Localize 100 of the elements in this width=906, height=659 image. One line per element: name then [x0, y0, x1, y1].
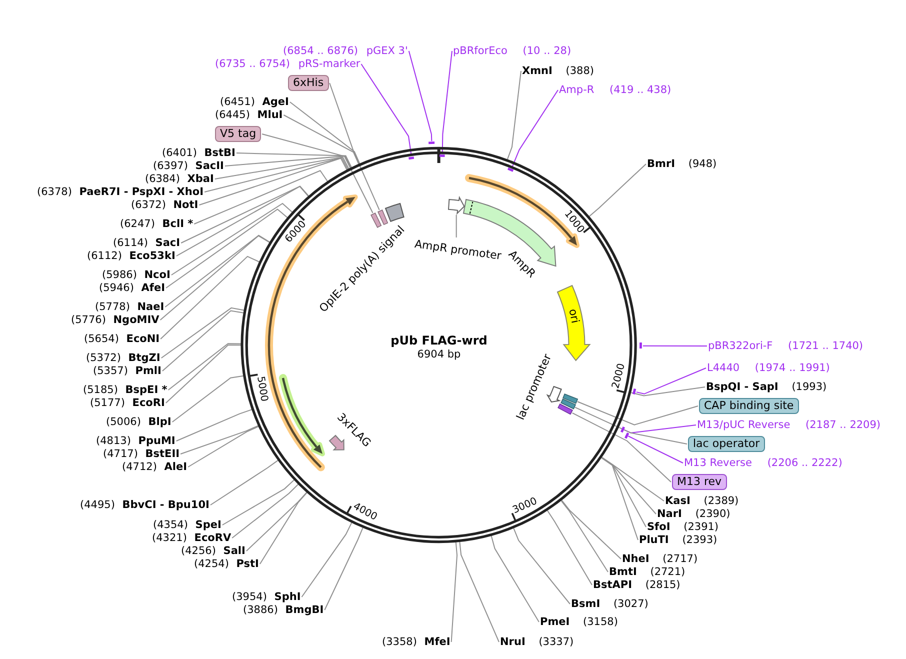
leader-line — [210, 460, 279, 506]
leader-line — [160, 256, 260, 340]
enzyme-site-label: (6372) NotI — [131, 199, 198, 211]
feature-tag: CAP binding site — [699, 398, 799, 414]
primer-site-label: M13/pUC Reverse (2187 .. 2209) — [697, 419, 881, 431]
leader-line — [630, 386, 706, 396]
site-marker-icon — [620, 426, 626, 433]
leader-line — [168, 343, 242, 390]
leader-line — [329, 82, 380, 210]
feature-tag: 6xHis — [288, 75, 329, 91]
enzyme-site-label: XmnI (388) — [522, 65, 594, 77]
leader-line — [176, 186, 309, 256]
leader-line — [204, 157, 348, 192]
enzyme-site-label: (5778) NaeI — [95, 301, 164, 313]
enzyme-site-label: (6114) SacI — [113, 237, 180, 249]
leader-line — [506, 70, 522, 160]
enzyme-site-label: (4717) BstEII — [103, 448, 180, 460]
enzyme-site-label: (5776) NgoMIV — [71, 314, 160, 326]
site-marker-icon — [439, 154, 446, 158]
leader-line — [246, 492, 308, 552]
enzyme-site-label: (6378) PaeR7I - PspXI - XhoI — [37, 186, 204, 198]
leader-line — [164, 234, 270, 308]
site-marker-icon — [632, 388, 637, 396]
primer-site-label: M13 Reverse (2206 .. 2222) — [684, 457, 842, 469]
site-marker-icon — [428, 141, 436, 145]
leader-line — [236, 152, 352, 168]
scale-label: 2000 — [609, 362, 628, 390]
leader-line — [176, 409, 252, 442]
enzyme-site-label: (5946) AfeI — [99, 282, 165, 294]
feature-tag: M13 rev — [672, 474, 727, 490]
enzyme-site-label: (4813) PpuMI — [96, 435, 176, 447]
leader-line — [194, 170, 328, 224]
leader-line — [624, 424, 696, 434]
leader-line — [546, 510, 592, 586]
enzyme-site-label: BsmI (3027) — [571, 598, 648, 610]
leader-line — [283, 114, 360, 165]
feature-marker-icon — [560, 398, 576, 410]
enzyme-site-label: PluTI (2393) — [639, 534, 718, 546]
feature-block-icon — [384, 202, 406, 223]
leader-line — [560, 500, 608, 572]
leader-line — [170, 202, 293, 276]
enzyme-site-label: (6247) BclI * — [120, 218, 194, 230]
leader-line — [574, 406, 688, 444]
site-marker-icon — [639, 342, 643, 350]
enzyme-site-label: (5185) BspEI * — [83, 384, 168, 396]
enzyme-site-label: (4495) BbvCI - Bpu10I — [80, 499, 210, 511]
primer-site-label: (6735 .. 6754) pRS-marker — [215, 58, 360, 70]
site-marker-icon — [408, 156, 415, 160]
leader-line — [511, 90, 558, 169]
leader-line — [180, 425, 259, 454]
scale-label: 4000 — [350, 500, 380, 524]
enzyme-site-label: BstAPI (2815) — [593, 579, 680, 591]
enzyme-site-label: (5006) BlpI — [106, 416, 172, 428]
site-marker-icon — [624, 432, 630, 439]
leader-line — [172, 375, 244, 422]
enzyme-site-label: (6401) BstBI — [162, 147, 236, 159]
leader-line — [601, 457, 646, 528]
enzyme-site-label: (6112) Eco53kI — [87, 250, 176, 262]
enzyme-site-label: BmrI (948) — [647, 158, 717, 170]
leader-line — [628, 436, 684, 464]
leader-line — [561, 500, 622, 560]
enzyme-site-label: (4254) PstI — [194, 558, 259, 570]
leader-line — [577, 401, 698, 426]
leader-line — [289, 102, 360, 164]
leader-line — [180, 186, 310, 244]
leader-line — [160, 235, 270, 320]
enzyme-site-label: (5357) PmlI — [93, 365, 162, 377]
enzyme-site-label: (6451) AgeI — [220, 96, 289, 108]
leader-line — [601, 457, 638, 540]
enzyme-site-label: NheI (2717) — [622, 553, 698, 565]
enzyme-site-label: (6445) MluI — [215, 109, 283, 121]
scale-label: 5000 — [253, 375, 270, 402]
enzyme-site-label: (3886) BmgBI — [243, 604, 324, 616]
leader-line — [165, 344, 242, 404]
enzyme-site-label: (5986) NcoI — [102, 269, 170, 281]
leader-line — [198, 158, 348, 206]
primer-site-label: pBR322ori-F (1721 .. 1740) — [708, 340, 864, 352]
leader-line — [259, 492, 308, 564]
leader-line — [513, 528, 570, 604]
leader-line — [222, 479, 295, 526]
leader-line — [166, 208, 288, 288]
enzyme-site-label: BspQI - SapI (1993) — [706, 381, 827, 393]
enzyme-site-label: (5372) BtgZI — [86, 352, 160, 364]
leader-line — [160, 307, 245, 358]
feature-tag: V5 tag — [215, 126, 262, 142]
enzyme-site-label: (6397) SacII — [153, 160, 224, 172]
leader-line — [301, 522, 352, 598]
feature-name: AmpR promoter — [414, 237, 502, 263]
primer-site-label: pBRforEco (10 .. 28) — [453, 45, 572, 57]
enzyme-site-label: (4321) EcoRV — [152, 532, 232, 544]
enzyme-site-label: (5654) EcoNI — [84, 333, 160, 345]
scale-label: 3000 — [510, 494, 540, 517]
primer-site-label: L4440 (1974 .. 1991) — [707, 362, 830, 374]
leader-line — [456, 214, 457, 238]
feature-name: ori — [566, 308, 582, 325]
primer-site-label: (6854 .. 6876) pGEX 3' — [283, 45, 408, 57]
feature-marker-icon — [376, 208, 388, 226]
enzyme-site-label: BmtI (2721) — [609, 566, 686, 578]
feature-marker-icon — [562, 393, 579, 404]
enzyme-site-label: PmeI (3158) — [540, 616, 618, 628]
